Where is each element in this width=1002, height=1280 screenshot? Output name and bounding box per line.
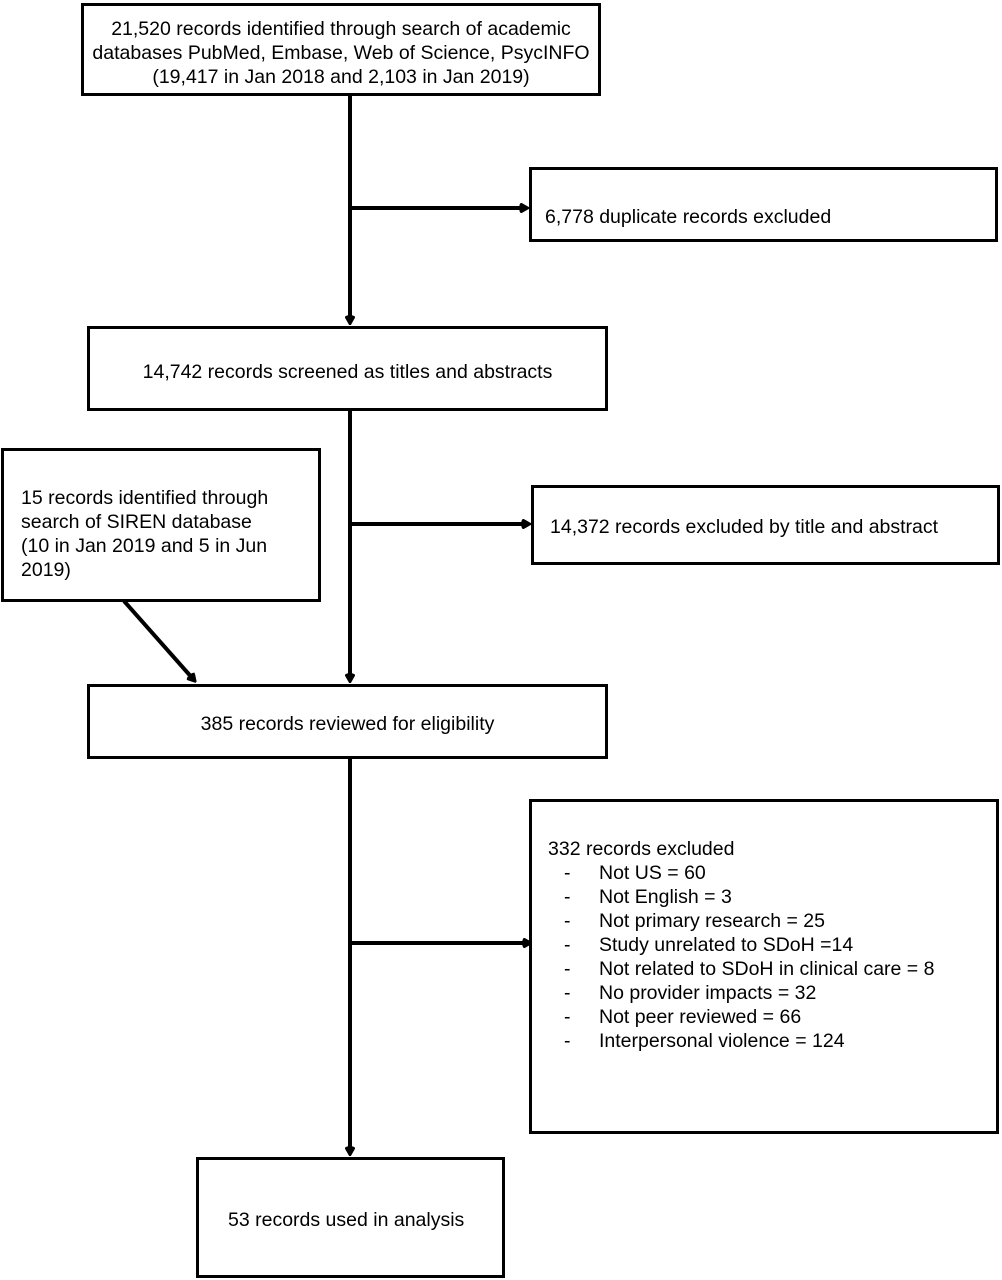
identified-academic-line-1: 21,520 records identified through search… <box>111 18 571 40</box>
bullet-dash: - <box>564 886 571 908</box>
screened-text: 14,742 records screened as titles and ab… <box>142 361 553 383</box>
bullet-dash: - <box>564 1006 571 1028</box>
excluded-title-text: 14,372 records excluded by title and abs… <box>550 516 939 538</box>
duplicates-excluded-box: 6,778 duplicate records excluded <box>529 167 998 242</box>
exclusion-reason: Not related to SDoH in clinical care = 8 <box>599 958 935 980</box>
duplicates-excluded-text: 6,778 duplicate records excluded <box>545 206 832 228</box>
bullet-dash: - <box>564 910 571 932</box>
identified-academic-line-2: databases PubMed, Embase, Web of Science… <box>92 42 590 64</box>
identified-siren-line-3: (10 in Jan 2019 and 5 in Jun <box>21 535 268 557</box>
bullet-dash: - <box>564 862 571 884</box>
identified-academic-line-3: (19,417 in Jan 2018 and 2,103 in Jan 201… <box>152 66 530 88</box>
identified-siren-line-1: 15 records identified through <box>21 487 269 509</box>
exclusion-reason: Study unrelated to SDoH =14 <box>599 934 854 956</box>
bullet-dash: - <box>564 982 571 1004</box>
excluded-title-box: 14,372 records excluded by title and abs… <box>531 485 1000 565</box>
exclusion-reason: No provider impacts = 32 <box>599 982 817 1004</box>
identified-academic-box: 21,520 records identified through search… <box>81 3 601 96</box>
exclusion-reason: Not US = 60 <box>599 862 706 884</box>
analysis-box: 53 records used in analysis <box>196 1157 505 1278</box>
bullet-dash: - <box>564 958 571 980</box>
exclusion-reason: Not primary research = 25 <box>599 910 825 932</box>
screened-box: 14,742 records screened as titles and ab… <box>87 326 608 411</box>
eligibility-text: 385 records reviewed for eligibility <box>200 713 495 735</box>
excluded-full-heading: 332 records excluded <box>548 838 735 860</box>
bullet-dash: - <box>564 1030 571 1052</box>
excluded-full-box: 332 records excluded - Not US = 60 - Not E… <box>529 799 999 1134</box>
identified-siren-line-2: search of SIREN database <box>21 511 252 533</box>
eligibility-box: 385 records reviewed for eligibility <box>87 684 608 759</box>
exclusion-reason: Not English = 3 <box>599 886 732 908</box>
bullet-dash: - <box>564 934 571 956</box>
exclusion-reason: Interpersonal violence = 124 <box>599 1030 845 1052</box>
identified-siren-box: 15 records identified through search of … <box>1 448 321 602</box>
identified-siren-line-4: 2019) <box>21 559 71 581</box>
arrow-siren-to-eligibility <box>122 599 194 680</box>
analysis-text: 53 records used in analysis <box>228 1209 465 1231</box>
exclusion-reason: Not peer reviewed = 66 <box>599 1006 802 1028</box>
